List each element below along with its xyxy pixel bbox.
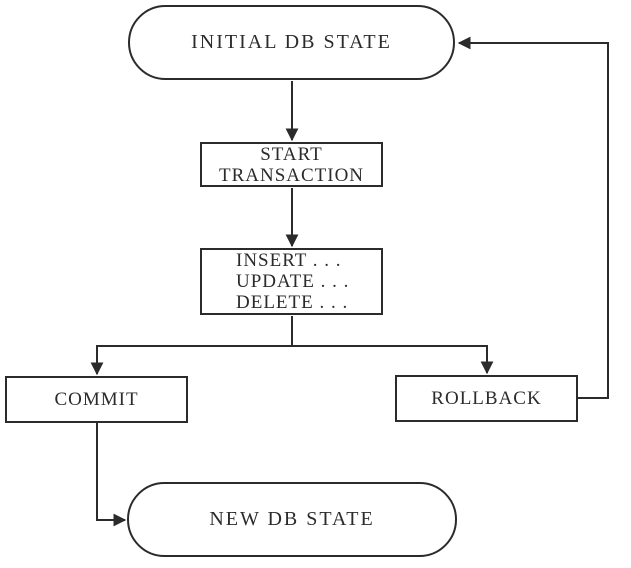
node-new-db-state-label: NEW DB STATE xyxy=(209,508,375,530)
start-transaction-line2: TRANSACTION xyxy=(218,164,365,186)
connector-commit-to-new xyxy=(96,423,127,527)
dml-insert-line: INSERT . . . xyxy=(236,250,342,271)
node-rollback-label: ROLLBACK xyxy=(431,388,542,409)
dml-delete-line: DELETE . . . xyxy=(236,292,349,313)
node-start-transaction: START TRANSACTION xyxy=(200,142,383,187)
node-dml-statements-label: INSERT . . . UPDATE . . . DELETE . . . xyxy=(236,250,349,313)
node-initial-db-state-label: INITIAL DB STATE xyxy=(191,31,392,53)
node-commit: COMMIT xyxy=(5,376,188,423)
node-initial-db-state: INITIAL DB STATE xyxy=(128,5,455,80)
node-rollback: ROLLBACK xyxy=(395,375,578,422)
node-new-db-state: NEW DB STATE xyxy=(127,482,457,557)
dml-update-line: UPDATE . . . xyxy=(236,271,350,292)
node-start-transaction-label: START TRANSACTION xyxy=(219,144,364,186)
connector-rollback-to-initial xyxy=(457,36,609,399)
node-dml-statements: INSERT . . . UPDATE . . . DELETE . . . xyxy=(200,248,383,315)
node-commit-label: COMMIT xyxy=(54,389,139,410)
start-transaction-line1: START xyxy=(260,143,323,165)
